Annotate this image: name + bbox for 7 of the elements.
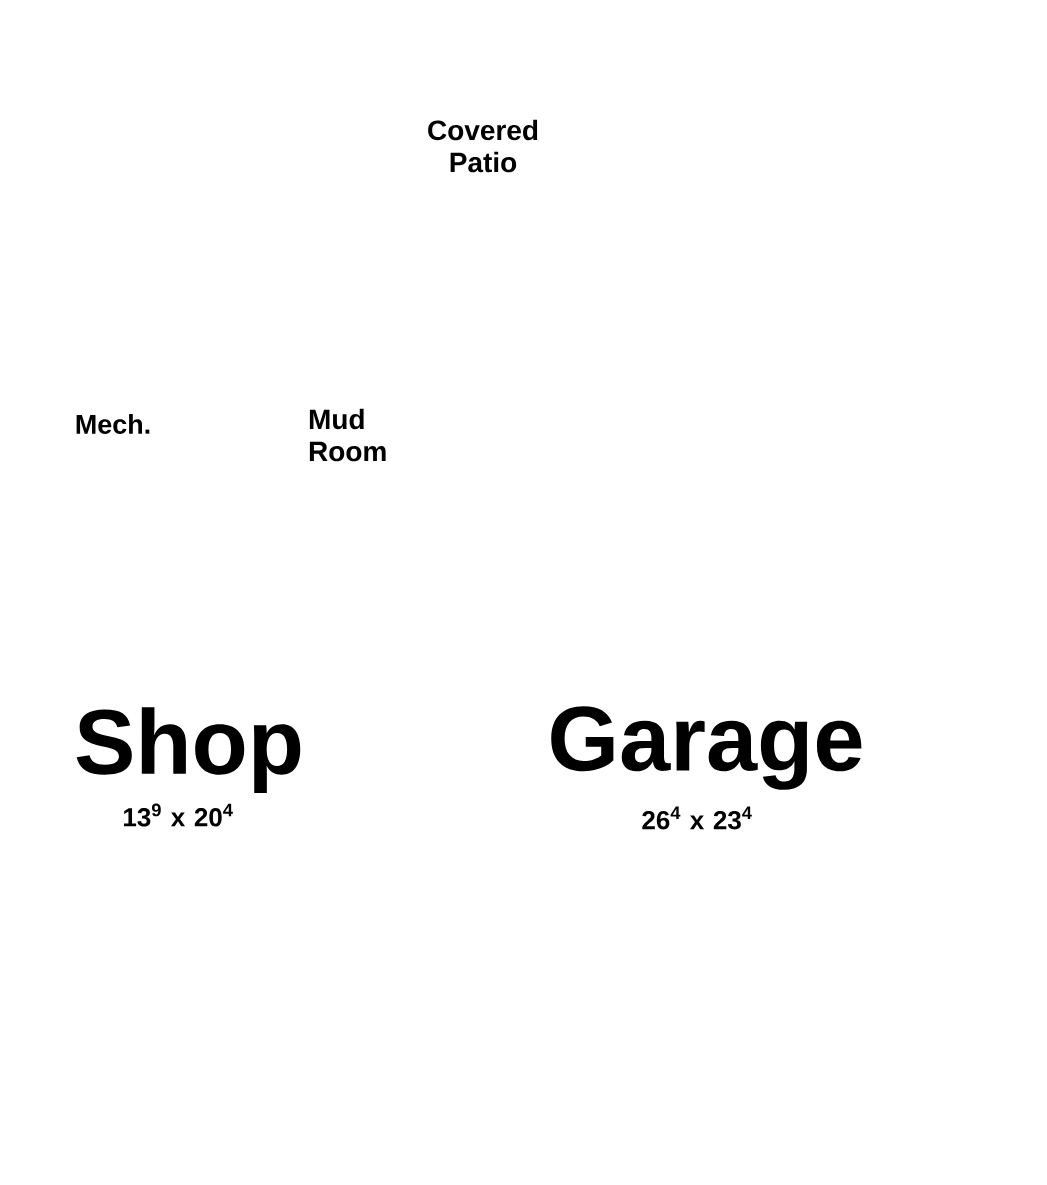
- room-label: Covered Patio: [428, 119, 538, 173]
- room-label: Garage: [551, 706, 862, 790]
- room-label: Mech.: [76, 414, 150, 434]
- dimension-label: 13$^{9}$ x 20$^{4}$: [124, 803, 233, 827]
- room-label: Mud Room: [309, 408, 386, 462]
- room-label: Shop: [76, 707, 301, 793]
- dimension-label: 26$^{4}$ x 23$^{4}$: [642, 806, 752, 830]
